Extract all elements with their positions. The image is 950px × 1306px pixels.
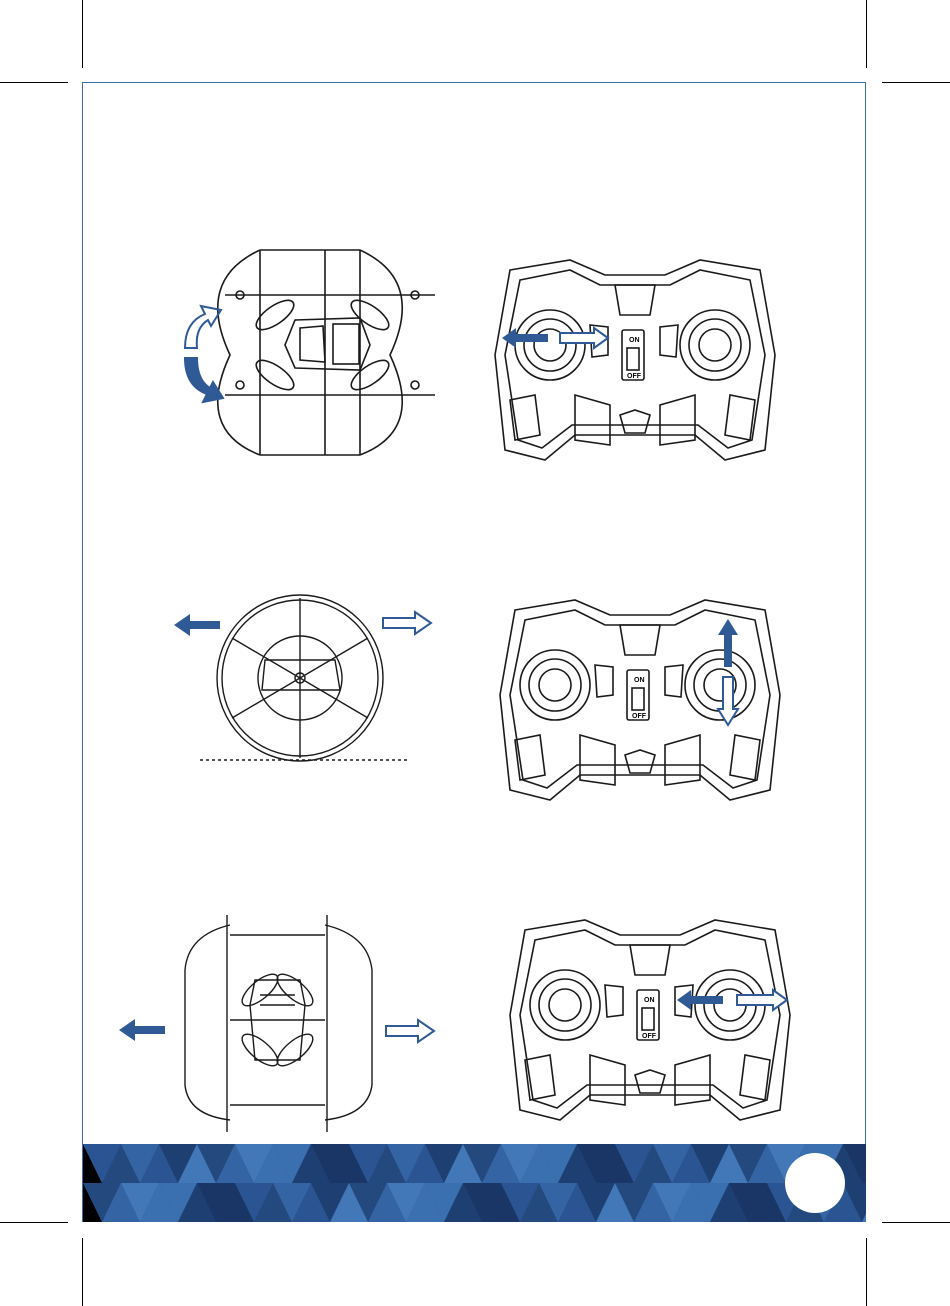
forward-arrow-icon xyxy=(170,610,230,640)
up-down-arrows-icon xyxy=(713,617,743,727)
crop-mark-bottom-left-h xyxy=(0,1222,68,1223)
drone-front-view-illustration xyxy=(110,910,380,1135)
backward-arrow-icon xyxy=(375,608,435,638)
crop-mark-top-right-h xyxy=(882,82,950,83)
rotate-arrows-icon xyxy=(175,300,235,410)
crop-mark-bottom-right-v xyxy=(866,1238,867,1306)
footer-pattern-band xyxy=(83,1144,866,1222)
remote-controller-1: ON OFF xyxy=(490,255,780,470)
remote-controller-3: ON OFF xyxy=(505,915,795,1130)
on-label: ON xyxy=(644,997,655,1004)
off-label: OFF xyxy=(627,373,642,380)
off-label: OFF xyxy=(642,1033,657,1040)
crop-mark-bottom-left-v xyxy=(82,1238,83,1306)
crop-mark-bottom-right-h xyxy=(882,1222,950,1223)
left-arrow-icon xyxy=(115,1015,175,1045)
page-number-badge xyxy=(785,1153,845,1213)
right-arrow-icon xyxy=(378,1016,438,1046)
crop-mark-top-left-v xyxy=(82,0,83,68)
on-label: ON xyxy=(629,337,640,344)
drone-side-view-illustration xyxy=(170,590,440,770)
remote-controller-2: ON OFF xyxy=(495,595,785,810)
left-right-arrows-icon xyxy=(675,985,790,1015)
crop-mark-top-right-v xyxy=(866,0,867,68)
off-label: OFF xyxy=(632,713,647,720)
left-right-arrows-icon xyxy=(500,323,610,353)
crop-mark-top-left-h xyxy=(0,82,68,83)
drone-top-view-illustration xyxy=(175,240,445,465)
on-label: ON xyxy=(634,677,645,684)
